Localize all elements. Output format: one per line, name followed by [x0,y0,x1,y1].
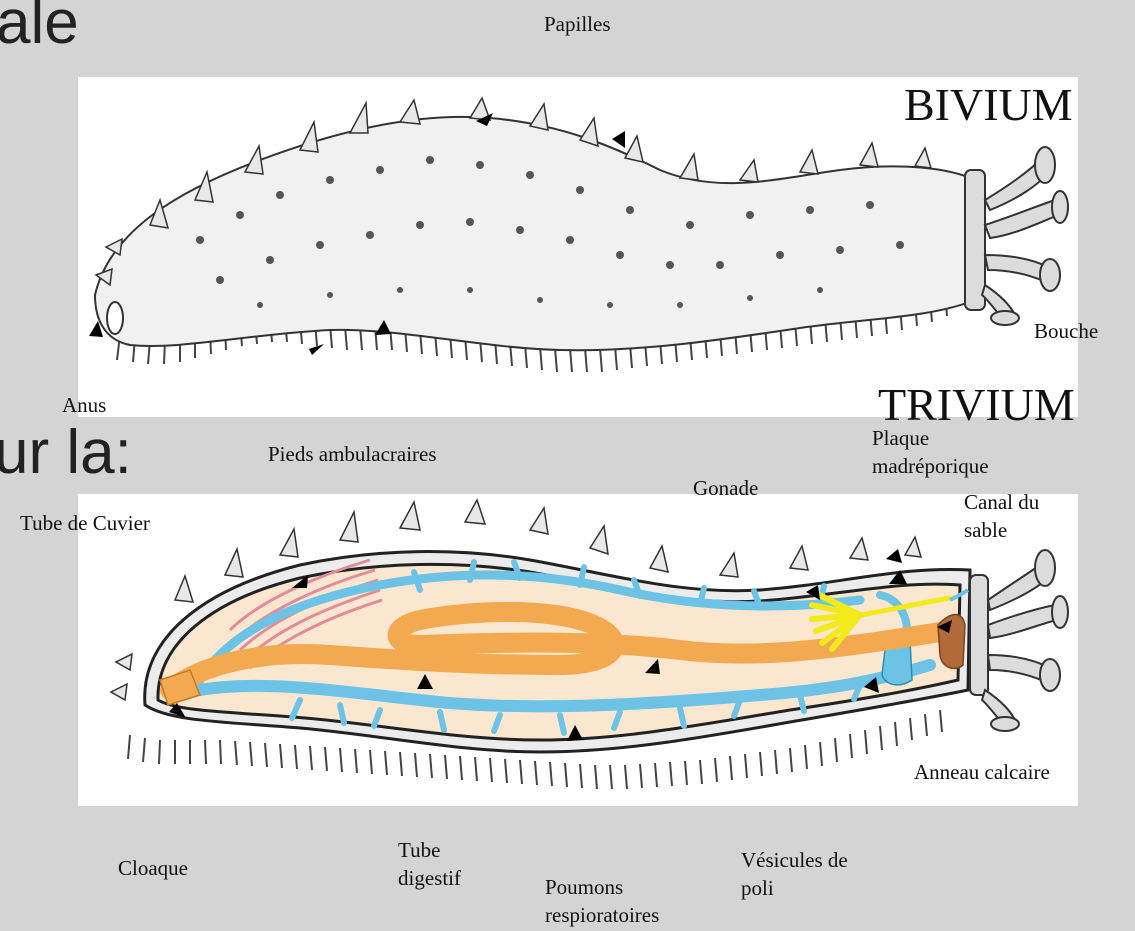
label-cloaque: Cloaque [118,854,188,882]
label-anneau-calcaire: Anneau calcaire [914,758,1050,786]
bivium-drawing [95,98,1068,372]
label-tube-digestif: Tube digestif [398,836,488,892]
label-vesicules-de-poli: Vésicules de poli [741,846,891,902]
arrow-plaque [886,549,902,563]
arrow-papilles-2 [612,131,625,148]
label-pieds-ambulacraires: Pieds ambulacraires [268,440,437,468]
trivium-drawing [111,500,1068,789]
label-canal-du-sable: Canal du sable [964,488,1074,544]
bivium-anus [107,302,123,334]
bivium-tentacles [965,147,1068,325]
label-gonade: Gonade [693,474,758,502]
madreporite [938,614,965,668]
label-bouche: Bouche [1034,317,1098,345]
label-plaque-madreporique: Plaque madréporique [872,424,1032,480]
label-tube-de-cuvier: Tube de Cuvier [20,509,150,537]
label-poumons-respiratoires: Poumons respioratoires [545,873,715,929]
view-title-trivium: TRIVIUM [878,380,1075,430]
trivium-tentacles [970,550,1068,731]
label-anus: Anus [62,391,106,419]
bivium-body [95,117,975,350]
view-title-bivium: BIVIUM [904,80,1073,130]
label-papilles: Papilles [544,10,611,38]
